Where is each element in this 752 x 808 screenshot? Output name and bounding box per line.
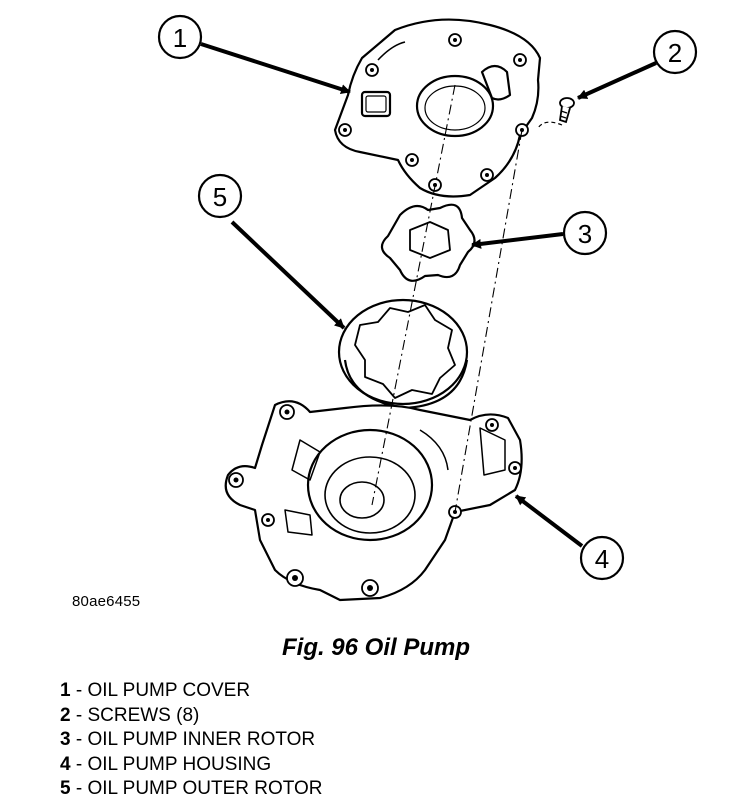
legend-item-number: 1 — [60, 680, 71, 701]
callout-4-number: 4 — [595, 544, 609, 574]
legend-item-number: 5 — [60, 778, 71, 799]
oil-pump-inner-rotor — [380, 203, 476, 282]
legend-item-text: - OIL PUMP COVER — [70, 680, 251, 701]
legend-item-text: - OIL PUMP HOUSING — [70, 753, 272, 775]
legend-item-text: - OIL PUMP OUTER ROTOR — [70, 778, 323, 799]
callout-2: 2 — [577, 29, 698, 100]
callout-3-number: 3 — [578, 219, 592, 249]
alignment-lines — [371, 84, 523, 513]
callout-5: 5 — [197, 173, 346, 330]
callout-1-number: 1 — [173, 23, 187, 53]
legend-item: 5 - OIL PUMP OUTER ROTOR — [60, 777, 323, 802]
callout-4: 4 — [514, 494, 625, 581]
callout-1: 1 — [157, 14, 351, 94]
legend-item-number: 2 — [60, 704, 71, 726]
legend-item-text: - SCREWS (8) — [70, 704, 200, 726]
oil-pump-cover — [333, 18, 542, 198]
legend-item-number: 3 — [60, 729, 71, 750]
figure-caption: Fig. 96 Oil Pump — [281, 634, 471, 661]
figure-code: 80ae6455 — [72, 593, 141, 610]
callout-2-number: 2 — [668, 38, 682, 68]
oil-pump-outer-rotor — [337, 298, 469, 410]
legend-item-text: - OIL PUMP INNER ROTOR — [70, 729, 316, 750]
parts-legend: 1 - OIL PUMP COVER 2 - SCREWS (8) 3 - OI… — [60, 679, 323, 802]
legend-item-number: 4 — [60, 753, 71, 775]
legend-item: 1 - OIL PUMP COVER — [60, 679, 323, 704]
legend-item: 4 - OIL PUMP HOUSING — [60, 753, 323, 778]
legend-item: 2 - SCREWS (8) — [60, 704, 323, 729]
screw-hole-path — [537, 121, 563, 129]
callout-3: 3 — [471, 210, 608, 256]
screw — [559, 97, 575, 124]
callout-5-number: 5 — [213, 182, 227, 212]
oil-pump-housing — [224, 400, 523, 602]
legend-item: 3 - OIL PUMP INNER ROTOR — [60, 728, 323, 753]
oil-pump-exploded-diagram: 1 2 3 4 5 — [157, 14, 698, 602]
